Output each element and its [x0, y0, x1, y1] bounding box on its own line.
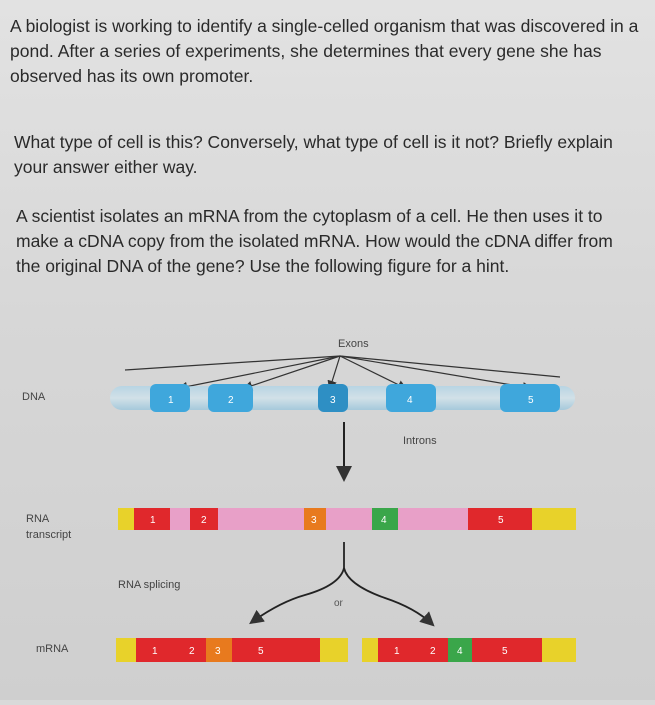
dna-strand: 1 2 3 4 5 — [110, 384, 575, 412]
rna-exon-5 — [468, 508, 532, 530]
mrna-variant-right: 1 2 4 5 — [362, 638, 576, 662]
rna-exon-2-number: 2 — [201, 515, 207, 526]
dna-exon-4 — [386, 384, 436, 412]
or-label: or — [334, 598, 344, 609]
rna-exon-4 — [372, 508, 398, 530]
mrna-label: mRNA — [36, 643, 69, 655]
rna-label-line2: transcript — [26, 529, 71, 541]
mrna-right-exon-5: 5 — [502, 646, 508, 657]
mrna-left-exon-3: 3 — [215, 646, 221, 657]
dna-exon-5 — [500, 384, 560, 412]
splicing-arrows — [249, 542, 435, 627]
rna-exon-5-number: 5 — [498, 515, 504, 526]
question-2-text: What type of cell is this? Conversely, w… — [14, 132, 613, 177]
mrna-right-exon-2: 2 — [430, 646, 436, 657]
rna-label-line1: RNA — [26, 513, 50, 525]
figure-svg: Exons DNA 1 2 3 — [22, 338, 576, 662]
dna-exon-5-number: 5 — [528, 395, 534, 406]
dna-exon-2 — [208, 384, 253, 412]
question-1-text: A biologist is working to identify a sin… — [10, 16, 639, 86]
mrna-right-exon-1: 1 — [394, 646, 400, 657]
rna-exon-2 — [190, 508, 218, 530]
dna-label: DNA — [22, 391, 46, 403]
question-3-text: A scientist isolates an mRNA from the cy… — [16, 206, 613, 276]
rna-exon-4-number: 4 — [381, 515, 387, 526]
rna-splicing-label: RNA splicing — [118, 579, 180, 591]
dna-exon-1 — [150, 384, 190, 412]
rna-exon-3 — [304, 508, 326, 530]
dna-exon-3-number: 3 — [330, 395, 336, 406]
exons-label: Exons — [338, 338, 369, 350]
dna-exon-3 — [318, 384, 348, 412]
dna-exon-2-number: 2 — [228, 395, 234, 406]
mrna-right-exon-4: 4 — [457, 646, 463, 657]
gene-splicing-figure: Exons DNA 1 2 3 — [0, 330, 655, 700]
rna-transcript: 1 2 3 4 5 — [118, 508, 576, 530]
mrna-left-exon-1: 1 — [152, 646, 158, 657]
dna-exon-1-number: 1 — [168, 395, 174, 406]
dna-exon-4-number: 4 — [407, 395, 413, 406]
rna-exon-1-number: 1 — [150, 515, 156, 526]
rna-exon-3-number: 3 — [311, 515, 317, 526]
exon-pointer-arrows — [124, 355, 561, 392]
rna-exon-1 — [134, 508, 170, 530]
mrna-variant-left: 1 2 3 5 — [116, 638, 348, 662]
mrna-left-exon-5: 5 — [258, 646, 264, 657]
mrna-left-exon-2: 2 — [189, 646, 195, 657]
introns-label: Introns — [403, 435, 437, 447]
